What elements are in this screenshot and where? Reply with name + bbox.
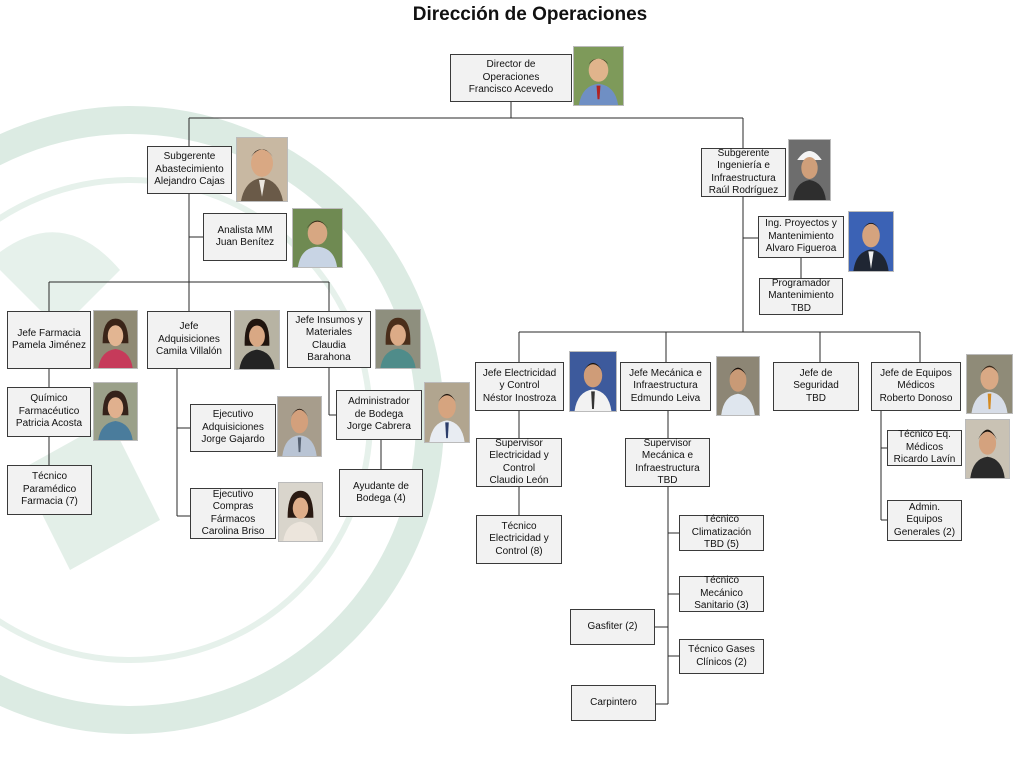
node-jefe-electricidad[interactable]: Jefe Electricidad y Control Néstor Inost… bbox=[475, 362, 564, 411]
photo-roberto-donoso bbox=[966, 354, 1013, 414]
photo-pamela-jimenez bbox=[93, 310, 138, 369]
photo-francisco-acevedo bbox=[573, 46, 624, 106]
node-supervisor-mecanica[interactable]: Supervisor Mecánica e Infraestructura TB… bbox=[625, 438, 710, 487]
node-jefe-insumos[interactable]: Jefe Insumos y Materiales Claudia Baraho… bbox=[287, 311, 371, 368]
node-jefe-equipos-medicos[interactable]: Jefe de Equipos Médicos Roberto Donoso bbox=[871, 362, 961, 411]
node-ing-proyectos[interactable]: Ing. Proyectos y Mantenimiento Alvaro Fi… bbox=[758, 216, 844, 258]
node-tecnico-mecanico-sanitario[interactable]: Técnico Mecánico Sanitario (3) bbox=[679, 575, 764, 612]
node-jefe-adquisiciones[interactable]: Jefe Adquisiciones Camila Villalón bbox=[147, 311, 231, 369]
photo-edmundo-leiva bbox=[716, 356, 760, 416]
node-jefe-mecanica[interactable]: Jefe Mecánica e Infraestructura Edmundo … bbox=[620, 362, 711, 411]
node-jefe-farmacia[interactable]: Jefe Farmacia Pamela Jiménez bbox=[7, 311, 91, 369]
node-ayudante-bodega[interactable]: Ayudante de Bodega (4) bbox=[339, 469, 423, 517]
photo-jorge-gajardo bbox=[277, 396, 322, 457]
page-title: Dirección de Operaciones bbox=[412, 4, 648, 25]
node-subgerente-abastecimiento[interactable]: Subgerente Abastecimiento Alejandro Caja… bbox=[147, 146, 232, 194]
node-ejecutivo-adquisiciones[interactable]: Ejecutivo Adquisiciones Jorge Gajardo bbox=[190, 404, 276, 452]
photo-ricardo-lavin bbox=[965, 419, 1010, 479]
node-supervisor-electricidad[interactable]: Supervisor Electricidad y Control Claudi… bbox=[476, 438, 562, 487]
photo-alejandro-cajas bbox=[236, 137, 288, 202]
node-director-operaciones[interactable]: Director de Operaciones Francisco Aceved… bbox=[450, 54, 572, 102]
photo-patricia-acosta bbox=[93, 382, 138, 441]
node-quimico-farmaceutico[interactable]: Químico Farmacéutico Patricia Acosta bbox=[7, 387, 91, 437]
photo-juan-benitez bbox=[292, 208, 343, 268]
node-programador-mantenimiento[interactable]: Programador Mantenimiento TBD bbox=[759, 278, 843, 315]
photo-raul-rodriguez bbox=[788, 139, 831, 201]
node-tecnico-equipos-medicos[interactable]: Técnico Eq. Médicos Ricardo Lavín bbox=[887, 429, 962, 466]
photo-jorge-cabrera bbox=[424, 382, 470, 443]
node-administrador-bodega[interactable]: Administrador de Bodega Jorge Cabrera bbox=[336, 390, 422, 440]
node-tecnico-climatizacion[interactable]: Técnico Climatización TBD (5) bbox=[679, 514, 764, 551]
node-tecnico-paramedico[interactable]: Técnico Paramédico Farmacia (7) bbox=[7, 465, 92, 515]
node-analista-mm[interactable]: Analista MM Juan Benítez bbox=[203, 213, 287, 261]
node-carpintero[interactable]: Carpintero bbox=[571, 685, 656, 721]
node-jefe-seguridad[interactable]: Jefe de Seguridad TBD bbox=[773, 362, 859, 411]
photo-alvaro-figueroa bbox=[848, 211, 894, 272]
node-gasfiter[interactable]: Gasfiter (2) bbox=[570, 609, 655, 645]
photo-camila-villalon bbox=[234, 310, 280, 370]
node-admin-equipos-generales[interactable]: Admin. Equipos Generales (2) bbox=[887, 500, 962, 541]
photo-nestor-inostroza bbox=[569, 351, 617, 412]
photo-claudia-barahona bbox=[375, 309, 421, 369]
node-tecnico-electricidad[interactable]: Técnico Electricidad y Control (8) bbox=[476, 515, 562, 564]
node-tecnico-gases-clinicos[interactable]: Técnico Gases Clínicos (2) bbox=[679, 639, 764, 674]
node-subgerente-ingenieria[interactable]: Subgerente Ingeniería e Infraestructura … bbox=[701, 148, 786, 197]
photo-carolina-briso bbox=[278, 482, 323, 542]
node-ejecutivo-compras[interactable]: Ejecutivo Compras Fármacos Carolina Bris… bbox=[190, 488, 276, 539]
